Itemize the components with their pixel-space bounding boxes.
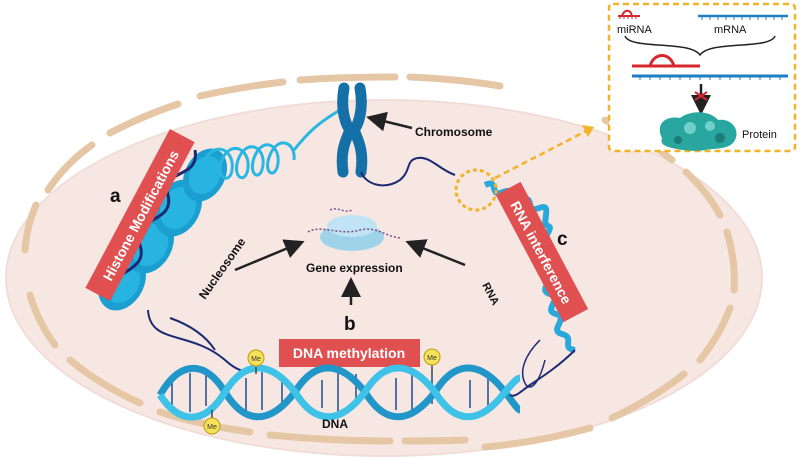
- mirna-label: miRNA: [617, 24, 652, 36]
- block-x-icon: [694, 91, 708, 101]
- rna-to-expression-arrow: [405, 239, 466, 267]
- dna-double-helix: [156, 364, 522, 421]
- protein-icon: [659, 112, 737, 151]
- mrna-icon: [698, 14, 788, 20]
- chromosome: [336, 82, 456, 187]
- protein-label: Protein: [742, 129, 777, 141]
- chromatin-coil: [203, 108, 341, 180]
- svg-text:Me: Me: [251, 356, 261, 363]
- chromosome-label: Chromosome: [415, 125, 493, 139]
- dna-label: DNA: [322, 417, 348, 431]
- rna-loop-strand: [521, 339, 546, 388]
- dna-methylation-title: DNA methylation: [293, 345, 405, 361]
- cell-membrane-segments: [21, 73, 738, 451]
- inset-connector-arrowhead: [582, 125, 594, 137]
- mrna-label: mRNA: [714, 24, 747, 36]
- svg-text:Me: Me: [427, 355, 437, 362]
- methyl-tag-1: Me: [247, 349, 265, 374]
- rna-highlight-circle: [454, 168, 498, 212]
- methyl-tag-3: Me: [203, 410, 221, 435]
- letter-b: b: [344, 314, 356, 335]
- methyl-tag-2: Me: [423, 348, 441, 376]
- letter-c: c: [557, 229, 568, 250]
- chromatin-strand-left-2: [169, 317, 216, 351]
- histone-to-expression-arrow: [234, 239, 305, 272]
- mirna-mrna-complex: [632, 54, 788, 80]
- combine-brace: [624, 35, 776, 57]
- svg-text:Me: Me: [207, 424, 217, 431]
- letter-a: a: [110, 186, 121, 207]
- ribosome-icon: [307, 208, 401, 251]
- mirna-icon: [618, 9, 640, 19]
- gene-expression-label: Gene expression: [306, 261, 403, 275]
- chromosome-arrow: [366, 111, 413, 132]
- rna-tail-strand: [509, 349, 576, 397]
- inset-connector-line: [494, 126, 593, 180]
- dna-methylation-banner: [279, 339, 420, 367]
